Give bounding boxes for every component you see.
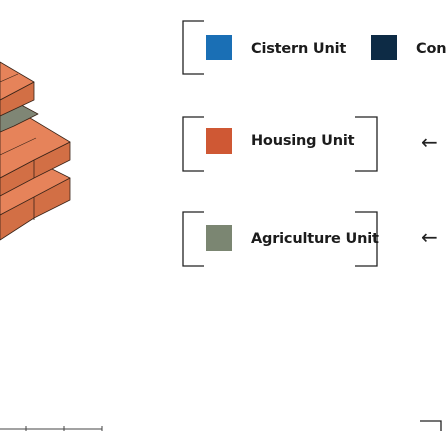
cistern-label: Cistern Unit bbox=[251, 41, 346, 57]
agriculture-label: Agriculture Unit bbox=[251, 231, 379, 247]
connector-label: Con bbox=[416, 41, 446, 57]
legend-bracket-right bbox=[355, 116, 378, 172]
legend-row-cistern: Cistern Unit Con bbox=[182, 20, 447, 75]
arrow-left-icon: ← bbox=[421, 130, 438, 154]
legend-row-housing: Housing Unit ← bbox=[182, 116, 438, 172]
bottom-right-bracket-fragment bbox=[420, 420, 442, 431]
housing-label: Housing Unit bbox=[251, 133, 355, 149]
legend-bracket-left bbox=[182, 116, 204, 172]
legend-bracket-left bbox=[182, 20, 204, 75]
agriculture-swatch bbox=[206, 225, 232, 251]
isometric-blocks bbox=[0, 61, 71, 241]
legend-bracket-right bbox=[355, 211, 378, 267]
block-upper-top bbox=[0, 61, 35, 101]
cistern-swatch bbox=[206, 35, 232, 60]
legend-bracket-left bbox=[182, 211, 204, 267]
bottom-grid-fragment bbox=[0, 426, 103, 431]
connector-swatch bbox=[371, 35, 397, 60]
arrow-left-icon: ← bbox=[421, 225, 438, 249]
block-layer-upper bbox=[0, 61, 35, 117]
legend-row-agriculture: Agriculture Unit ← bbox=[182, 211, 438, 267]
housing-swatch bbox=[206, 128, 232, 154]
